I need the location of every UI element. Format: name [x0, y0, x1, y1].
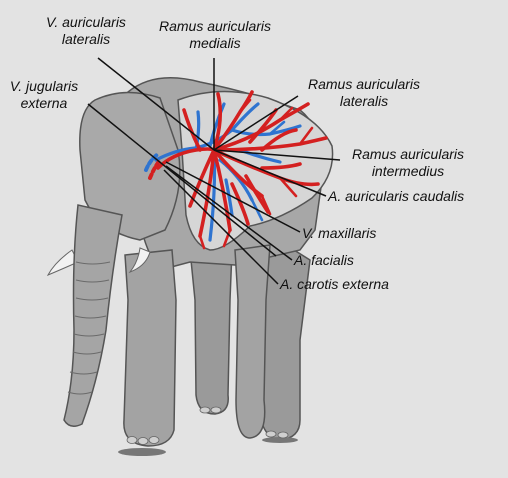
label-line: V. maxillaris [302, 225, 377, 241]
ear-vessel-network [144, 90, 328, 250]
hind-leg-left [189, 249, 233, 415]
front-leg-left [123, 249, 177, 447]
label-line: externa [20, 95, 68, 111]
leader-v-auricularis-lateralis [97, 57, 215, 151]
leader-a-facialis [165, 165, 293, 261]
leader-v-maxillaris [165, 161, 301, 233]
label-line: A. auricularis caudalis [328, 188, 465, 204]
label-line: V. auricularis [46, 14, 126, 30]
trunk-wrinkles [67, 261, 111, 395]
neck-vein-dashed [144, 152, 160, 172]
label-line: intermedius [371, 163, 445, 179]
label-line: Ramus auricularis [158, 18, 272, 34]
label-v-maxillaris: V. maxillaris [302, 225, 376, 242]
hind-foot-pad [262, 437, 298, 443]
small-branches [198, 98, 314, 250]
label-v-jugularis-externa: V. jugularis externa [2, 78, 86, 112]
front-leg-right [234, 244, 271, 439]
label-a-auricularis-caudalis: A. auricularis caudalis [328, 188, 464, 205]
front-foot-pad [118, 448, 166, 456]
label-ramus-auricularis-intermedius: Ramus auricularis intermedius [340, 146, 476, 180]
label-line: V. jugularis [9, 78, 79, 94]
leader-a-carotis-externa [163, 169, 279, 285]
leader-lines [87, 57, 341, 285]
label-line: A. carotis externa [280, 276, 389, 292]
leader-ramus-auricularis-lateralis [213, 95, 299, 151]
toenails [126, 406, 289, 445]
label-line: medialis [189, 35, 241, 51]
leader-v-jugularis-externa [87, 103, 277, 257]
label-ramus-auricularis-lateralis: Ramus auricularis lateralis [296, 76, 432, 110]
label-a-carotis-externa: A. carotis externa [280, 276, 389, 293]
label-line: A. facialis [294, 252, 354, 268]
tusk-left [46, 249, 79, 277]
label-v-auricularis-lateralis: V. auricularis lateralis [34, 14, 138, 48]
leader-a-auricularis-caudalis [213, 149, 327, 197]
label-line: Ramus auricularis [351, 146, 465, 162]
tusk-right [128, 247, 151, 274]
label-line: Ramus auricularis [307, 76, 421, 92]
label-line: lateralis [61, 31, 111, 47]
label-ramus-auricularis-medialis: Ramus auricularis medialis [150, 18, 280, 52]
leader-ramus-auricularis-intermedius [213, 149, 341, 161]
label-a-facialis: A. facialis [294, 252, 354, 269]
elephant-trunk [63, 204, 123, 427]
label-line: lateralis [339, 93, 389, 109]
